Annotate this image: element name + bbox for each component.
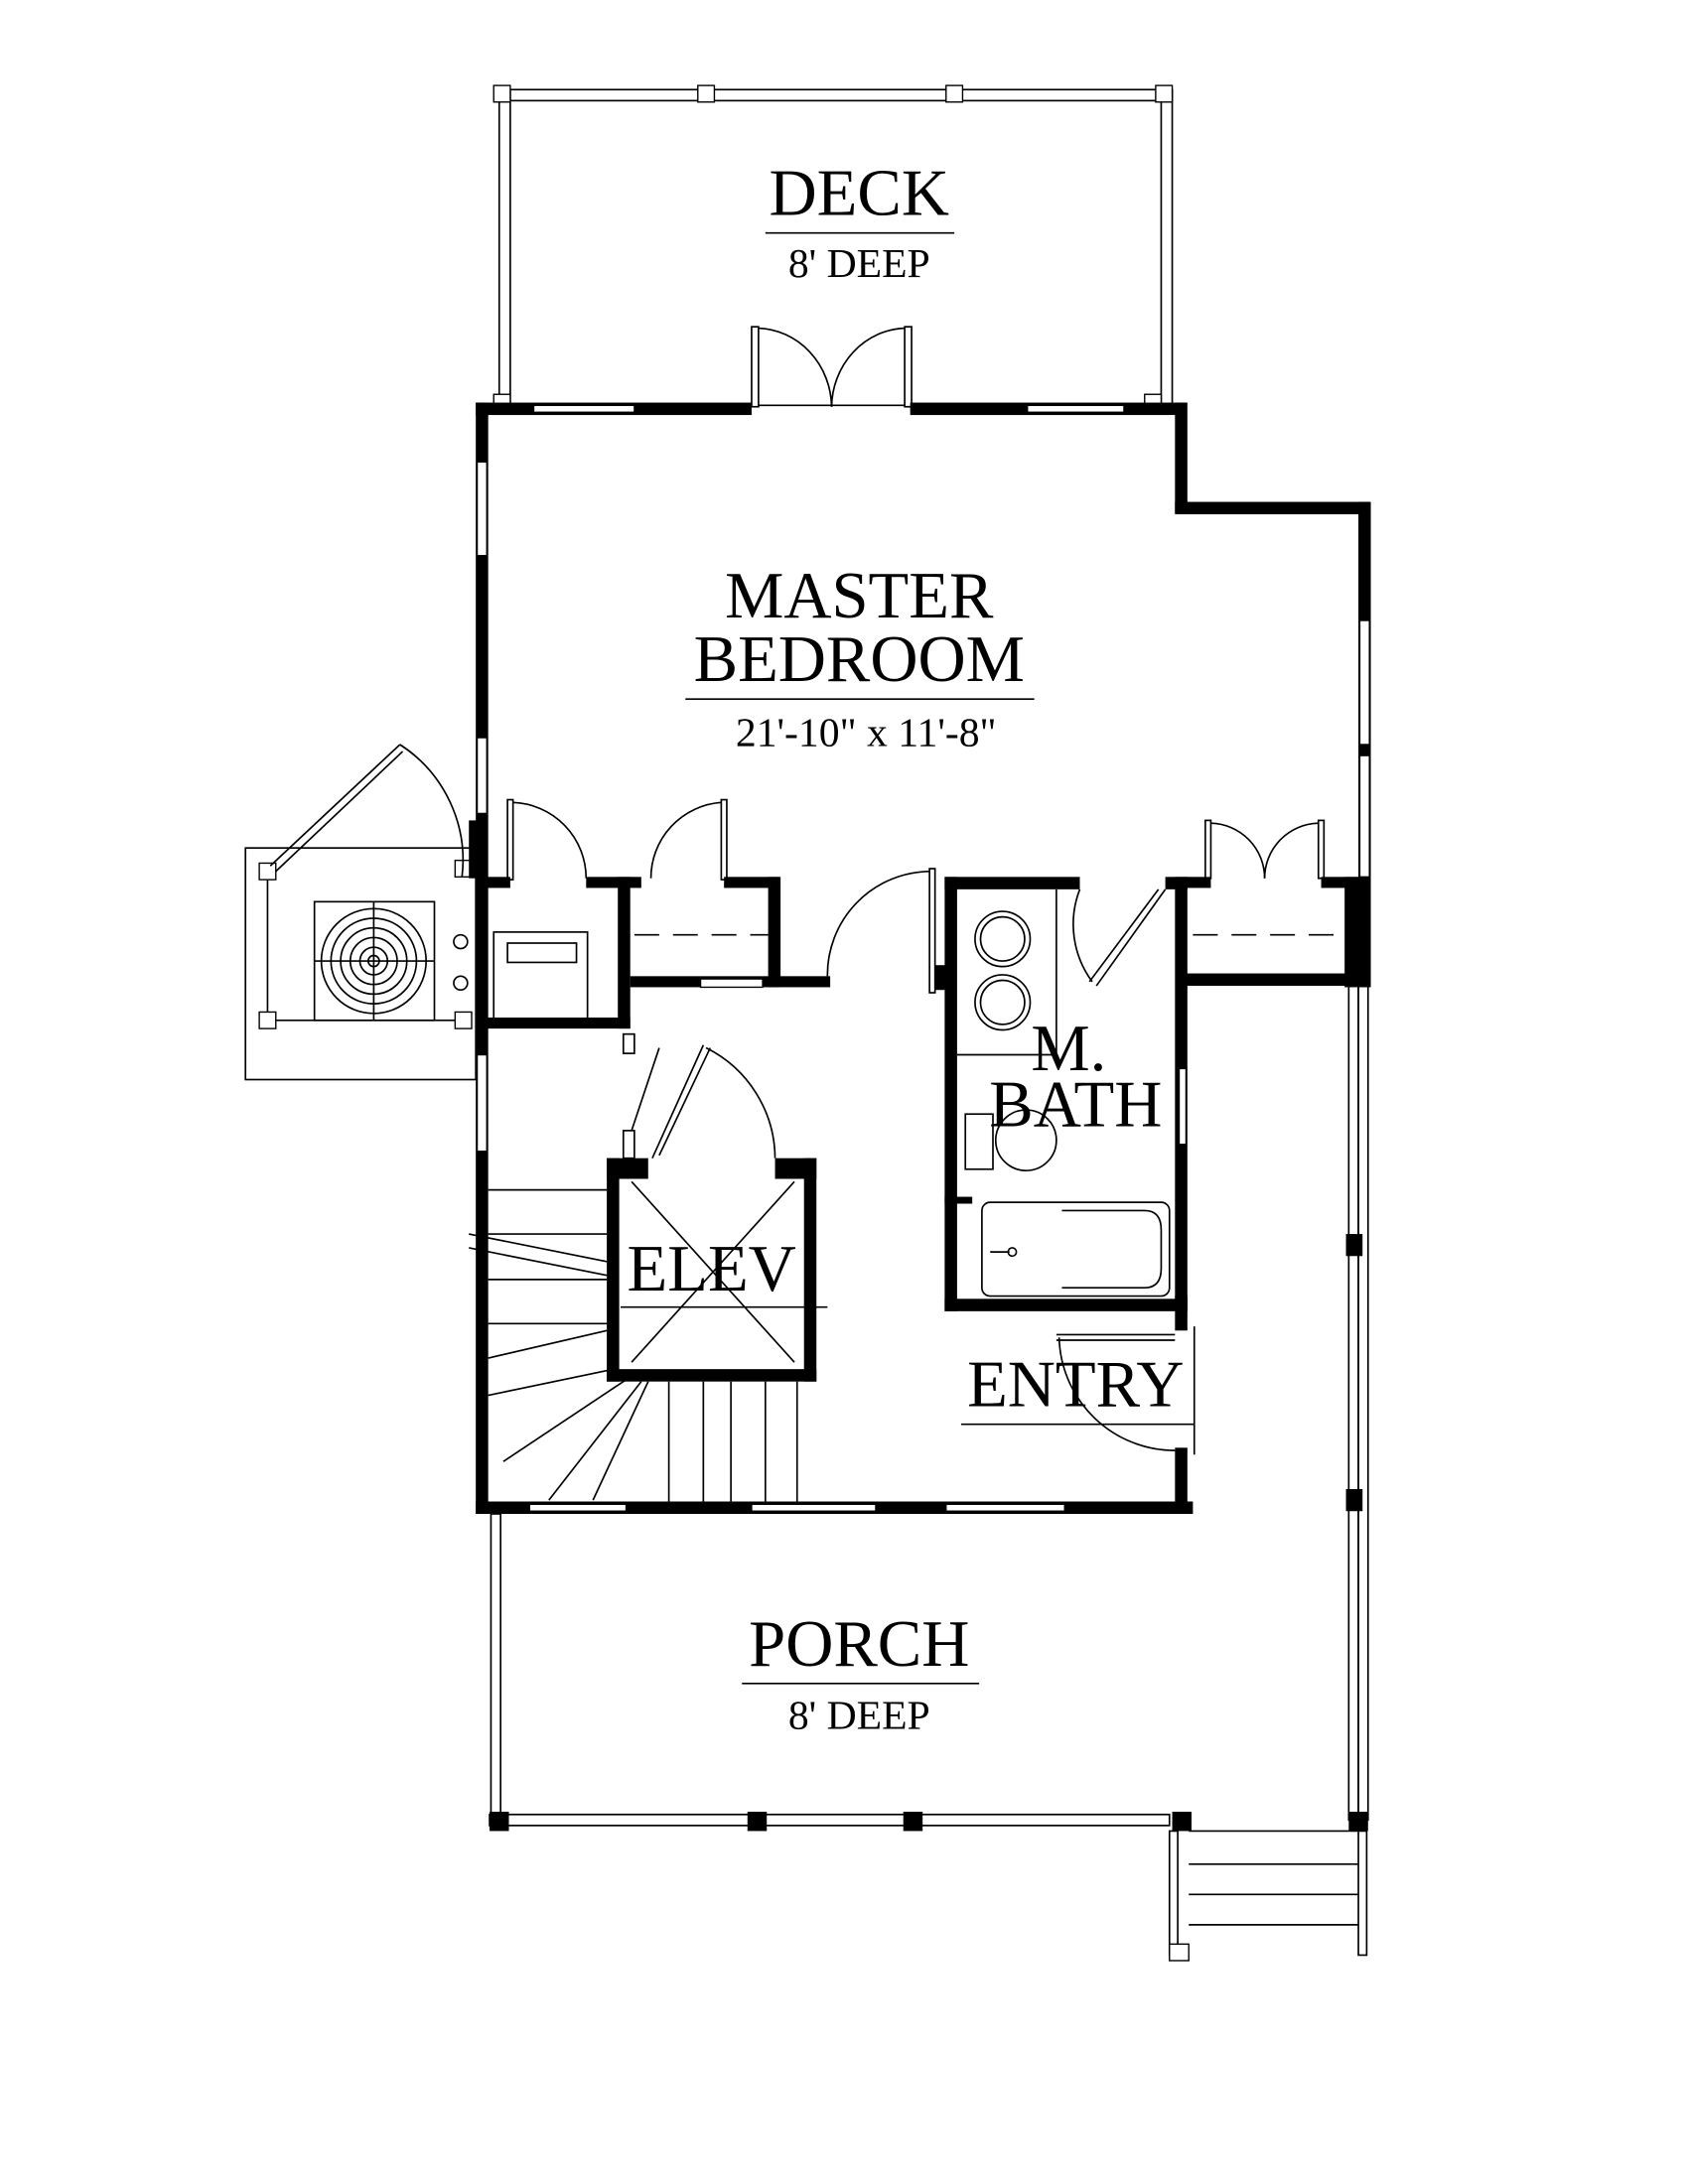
porch-size: 8' DEEP: [788, 1694, 930, 1739]
entry-label: ENTRY: [967, 1349, 1184, 1422]
elevator-shaft: [607, 1032, 828, 1382]
deck-size: 8' DEEP: [788, 241, 930, 287]
staircase: [469, 1188, 798, 1502]
master-bath-label-line2: BATH: [989, 1069, 1162, 1142]
master-bedroom-label-line2: BEDROOM: [694, 623, 1025, 696]
master-bedroom-label-line1: MASTER: [725, 560, 994, 632]
hall-door: [826, 868, 948, 994]
closets: [476, 798, 1370, 1029]
master-bedroom-size: 21'-10" x 11'-8": [736, 710, 997, 755]
porch-label: PORCH: [749, 1608, 969, 1681]
entry-door: [1055, 1326, 1196, 1455]
porch-steps: [1168, 1830, 1368, 1962]
elevator-label: ELEV: [628, 1233, 796, 1305]
deck-doors: [751, 326, 913, 408]
exterior-walls: [476, 402, 1371, 1514]
master-bath: [944, 877, 1188, 1311]
master-bath-label-line1: M.: [1031, 1013, 1106, 1085]
ac-unit-icon: [314, 901, 435, 1021]
deck-label: DECK: [770, 158, 949, 230]
ac-platform: [244, 744, 481, 1081]
porch: [489, 985, 1369, 1832]
